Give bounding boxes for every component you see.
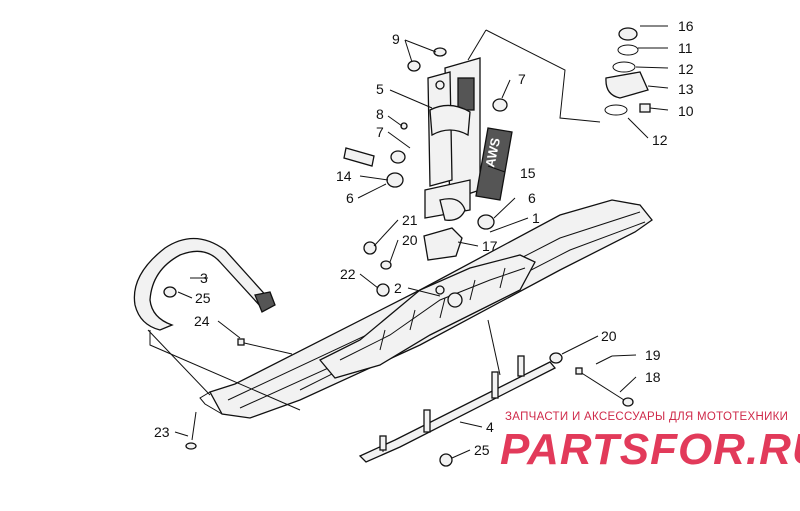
callout-11: 11: [678, 40, 693, 56]
callout-14: 14: [336, 168, 352, 184]
callout-25-upper: 25: [195, 290, 211, 306]
callout-12: 12: [678, 61, 694, 77]
spindle-bracket: [318, 254, 536, 379]
callout-labels: 16 11 12 13 10 12 9 5 7 8 7 14 15 6 6 1 …: [154, 18, 694, 458]
callout-6-right: 6: [528, 190, 536, 206]
callout-13: 13: [678, 81, 694, 97]
callout-25-lower: 25: [474, 442, 490, 458]
callout-24: 24: [194, 313, 210, 329]
callout-21: 21: [402, 212, 418, 228]
callout-20-upper: 20: [402, 232, 418, 248]
steering-hub: [604, 27, 651, 116]
callout-1: 1: [532, 210, 540, 226]
callout-16: 16: [678, 18, 694, 34]
callout-17: 17: [482, 238, 498, 254]
callout-10: 10: [678, 103, 694, 119]
callout-22: 22: [340, 266, 356, 282]
callout-7-lower: 7: [376, 124, 384, 140]
callout-23: 23: [154, 424, 170, 440]
shock-brand-label: AWS: [482, 136, 503, 168]
callout-4: 4: [486, 419, 494, 435]
callout-7-upper: 7: [518, 71, 526, 87]
callout-9: 9: [392, 31, 400, 47]
spindle-arm: [427, 71, 471, 187]
bushings: [343, 98, 508, 261]
callout-15: 15: [520, 165, 536, 181]
callout-3: 3: [200, 270, 208, 286]
callout-5: 5: [376, 81, 384, 97]
watermark-logo: PARTSFOR.RU: [500, 425, 800, 474]
callout-2: 2: [394, 280, 402, 296]
wear-bar: [358, 355, 557, 463]
ski-loop: [133, 237, 276, 331]
callout-18: 18: [645, 369, 661, 385]
callout-20-lower: 20: [601, 328, 617, 344]
watermark-subtitle: ЗАПЧАСТИ И АКСЕССУАРЫ ДЛЯ МОТОТЕХНИКИ: [505, 411, 789, 423]
callout-12-lower: 12: [652, 132, 668, 148]
leader-lines: [147, 25, 669, 459]
callout-6-left: 6: [346, 190, 354, 206]
callout-8: 8: [376, 106, 384, 122]
callout-19: 19: [645, 347, 661, 363]
hardware: [163, 47, 634, 467]
